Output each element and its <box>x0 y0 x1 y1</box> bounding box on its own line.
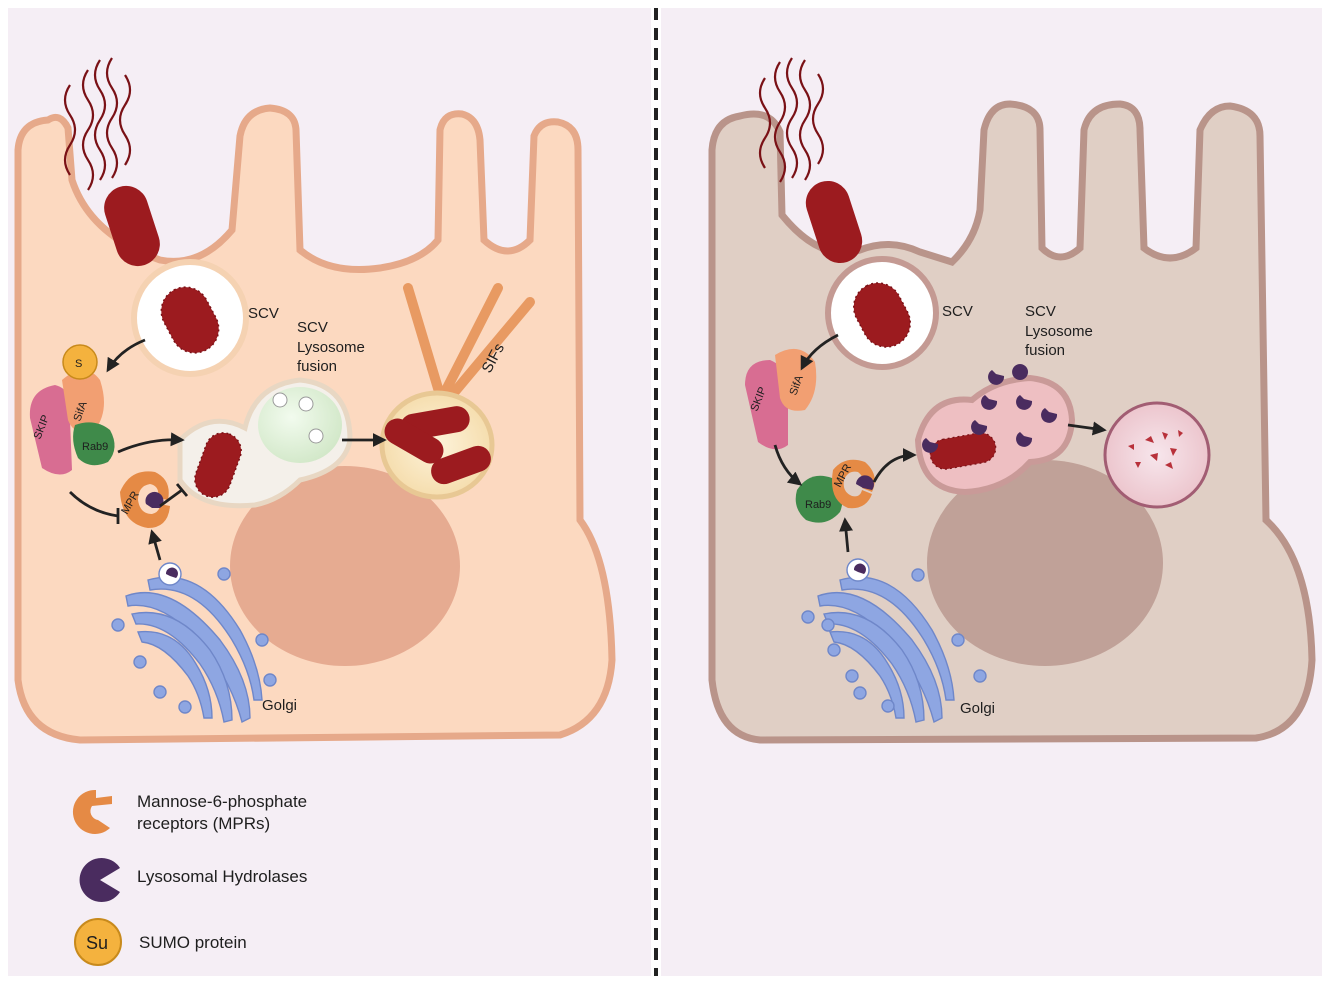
left-fusion-label-line2: Lysosome <box>297 339 365 356</box>
left-golgi-label: Golgi <box>262 697 297 714</box>
left-rab9-label: Rab9 <box>82 441 108 453</box>
right-scv-label: SCV <box>942 303 973 320</box>
left-fusion-label-line3: fusion <box>297 358 337 375</box>
left-sif-vacuole <box>380 393 495 497</box>
left-sumo-tag: S <box>75 358 82 370</box>
legend-mpr-line2: receptors (MPRs) <box>137 814 270 833</box>
left-scv <box>134 262 246 374</box>
right-degradative-lysosome <box>1105 403 1209 507</box>
right-fusion-label-line3: fusion <box>1025 342 1065 359</box>
legend-hydrolase-text: Lysosomal Hydrolases <box>137 867 307 886</box>
right-fusion-label-line1: SCV <box>1025 303 1056 320</box>
right-golgi-label: Golgi <box>960 700 995 717</box>
sumo-icon-symbol: Su <box>86 933 108 953</box>
left-fusion-label-line1: SCV <box>297 319 328 336</box>
right-rab9-label: Rab9 <box>805 499 831 511</box>
legend-mpr-line1: Mannose-6-phosphate <box>137 792 307 811</box>
legend-sumo-text: SUMO protein <box>139 933 247 952</box>
right-scv <box>828 259 936 367</box>
left-scv-label: SCV <box>248 305 279 322</box>
right-fusion-label-line2: Lysosome <box>1025 323 1093 340</box>
